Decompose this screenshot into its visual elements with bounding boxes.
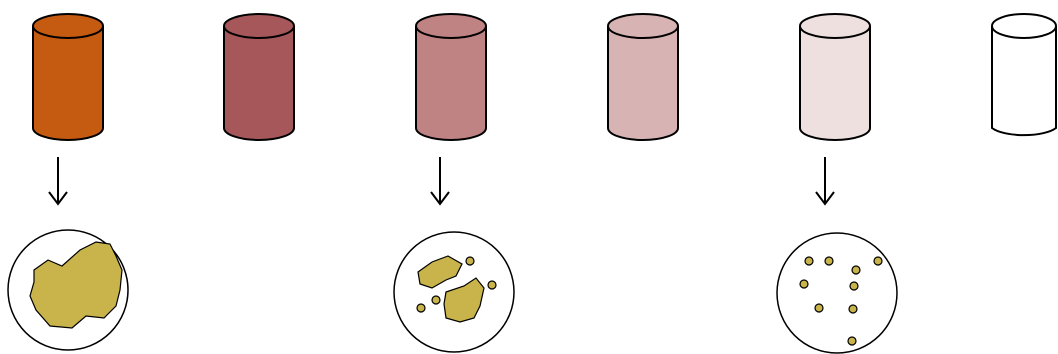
colony-dot: [825, 257, 833, 265]
petri-dish-3: [777, 233, 897, 353]
petri-dish-1: [8, 230, 128, 350]
petri-dish-2: [394, 232, 514, 352]
tube-3-top: [416, 14, 486, 38]
colony-dot: [417, 304, 425, 312]
tube-1-top: [33, 14, 103, 38]
tube-6: [992, 14, 1056, 135]
colony-dot: [488, 281, 496, 289]
colony-dot: [432, 296, 440, 304]
colony-dot: [800, 280, 808, 288]
tube-4-body: [608, 26, 678, 140]
tube-3: [416, 14, 486, 140]
arrow-2: [431, 157, 449, 204]
petri-dish-3-rim: [777, 233, 897, 353]
tube-4-top: [608, 14, 678, 38]
tube-5: [800, 14, 870, 140]
tube-2: [224, 14, 294, 140]
colony-dot: [466, 257, 474, 265]
arrow-3: [816, 157, 834, 204]
tube-6-body: [992, 26, 1056, 135]
colony-dot: [852, 266, 860, 274]
colony-dot: [849, 305, 857, 313]
tube-6-top: [992, 14, 1056, 38]
tube-1: [33, 14, 103, 140]
tube-4: [608, 14, 678, 140]
colony-dot: [850, 282, 858, 290]
tube-5-body: [800, 26, 870, 140]
tube-3-body: [416, 26, 486, 140]
tube-5-top: [800, 14, 870, 38]
colony-dot: [805, 257, 813, 265]
tube-2-top: [224, 14, 294, 38]
colony-dot: [848, 337, 856, 345]
tube-2-body: [224, 26, 294, 140]
arrow-1: [49, 157, 67, 204]
colony-dot: [815, 304, 823, 312]
colony-dot: [874, 257, 882, 265]
tube-1-body: [33, 26, 103, 140]
